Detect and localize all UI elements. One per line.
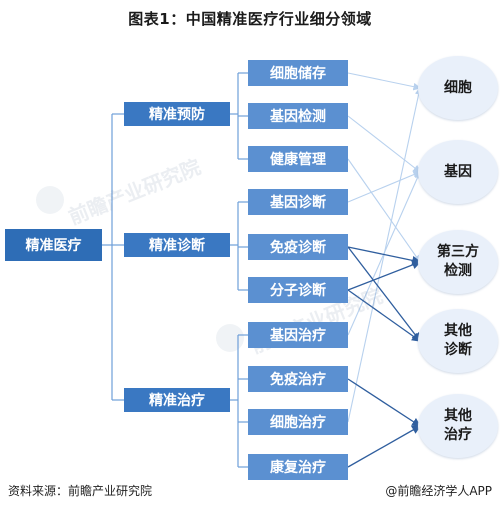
leaf-node: 免疫诊断 (248, 234, 348, 260)
target-node: 第三方 检测 (418, 230, 498, 294)
link-arrow (347, 289, 422, 342)
link-arrow (347, 158, 421, 263)
leaf-node: 免疫治疗 (248, 366, 348, 392)
leaf-node: 基因治疗 (248, 322, 348, 348)
link-arrow (347, 246, 421, 343)
chart-title: 图表1：中国精准医疗行业细分领域 (128, 10, 372, 28)
watermark-logo (36, 186, 244, 352)
link-arrow (347, 115, 421, 173)
root-node: 精准医疗 (5, 229, 102, 261)
link-arrow (347, 260, 422, 291)
target-node: 基因 (418, 140, 498, 204)
link-arrow (347, 425, 422, 468)
source-note: 资料来源：前瞻产业研究院 (8, 484, 153, 498)
link-arrow (347, 72, 422, 91)
link-arrow (347, 378, 422, 427)
target-node: 其他 治疗 (418, 394, 498, 458)
branch-node-2: 精准诊断 (124, 233, 230, 257)
link-arrow (347, 246, 422, 265)
brand-note: @前瞻经济学人APP (385, 484, 492, 498)
leaf-node: 分子诊断 (248, 277, 348, 303)
leaf-node: 细胞治疗 (248, 409, 348, 435)
leaf-node: 健康管理 (248, 146, 348, 172)
branch-node-1: 精准预防 (124, 102, 230, 126)
branch-node-3: 精准治疗 (124, 388, 230, 412)
link-arrow (347, 170, 422, 203)
target-node: 其他 诊断 (418, 309, 498, 373)
leaf-node: 康复治疗 (248, 454, 348, 480)
leaf-node: 基因诊断 (248, 189, 348, 215)
leaf-node: 细胞储存 (248, 60, 348, 86)
target-node: 细胞 (418, 56, 498, 120)
leaf-node: 基因检测 (248, 103, 348, 129)
